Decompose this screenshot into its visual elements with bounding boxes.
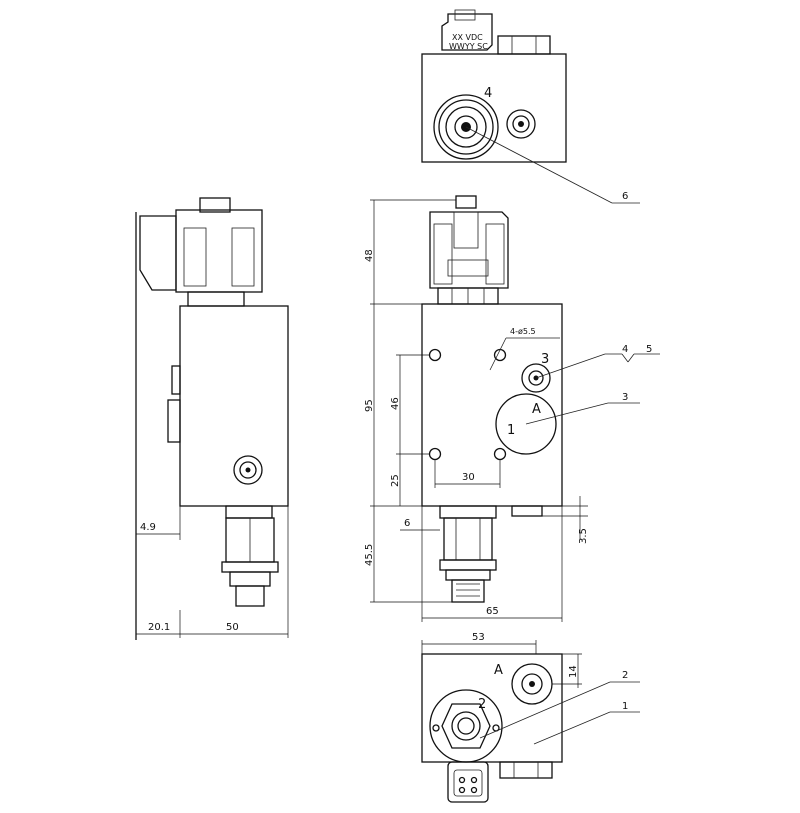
dim-bracket: 4.9 bbox=[140, 522, 156, 533]
bottom-hex-nut bbox=[441, 703, 491, 749]
top-body bbox=[421, 53, 567, 163]
dim-hole-spacing-v: 46 bbox=[390, 397, 401, 410]
callout-4: 4 bbox=[622, 344, 628, 355]
dim-body-width: 65 bbox=[486, 606, 499, 617]
top-nut bbox=[497, 35, 551, 55]
dim-cart-height: 45.5 bbox=[364, 544, 375, 566]
bottom-port-A-label: A bbox=[494, 663, 503, 678]
dim-cart-offset: 6 bbox=[404, 518, 410, 529]
side-coil-left bbox=[139, 215, 177, 291]
coil-body bbox=[429, 211, 509, 289]
top-port-label: 4 bbox=[484, 86, 492, 101]
connector-housing bbox=[441, 13, 493, 51]
side-port-outer bbox=[233, 455, 263, 485]
bottom-cartridge-circle bbox=[429, 689, 503, 763]
bottom-view: 53 A 14 2 2 1 bbox=[421, 632, 640, 803]
connector-label-2: WWYY SC bbox=[449, 42, 488, 51]
cartridge-body bbox=[443, 517, 493, 561]
dim-flange: 20.1 bbox=[148, 622, 170, 633]
coil-cap bbox=[455, 195, 477, 209]
port-1-label: 1 bbox=[507, 423, 515, 438]
port-A-label: A bbox=[532, 402, 541, 417]
callout-1: 1 bbox=[622, 701, 628, 712]
mount-hole-4 bbox=[493, 447, 507, 461]
cartridge-flange bbox=[439, 505, 497, 519]
dim-depth: 50 bbox=[226, 622, 239, 633]
dim-coil-height: 48 bbox=[364, 249, 375, 262]
dim-port-offset: 14 bbox=[568, 665, 579, 678]
top-port-outer bbox=[506, 109, 536, 139]
callout-6-leader bbox=[465, 126, 613, 204]
coil-ring bbox=[438, 99, 494, 155]
port-1-circle bbox=[495, 393, 557, 455]
dim-body-height: 95 bbox=[364, 399, 375, 412]
side-view: 4.9 20.1 50 bbox=[135, 197, 289, 640]
top-view: XX VDC WWYY SC 4 6 bbox=[421, 9, 640, 204]
bottom-nut bbox=[499, 761, 553, 779]
side-adjuster bbox=[235, 585, 265, 607]
bottom-connector bbox=[447, 761, 489, 803]
port-3-label: 3 bbox=[541, 352, 549, 367]
callout-3: 3 bbox=[622, 392, 628, 403]
connector-label-1: XX VDC bbox=[452, 33, 483, 42]
bottom-port-2-label: 2 bbox=[478, 697, 486, 712]
front-view: 3 1 A 48 95 46 25 bbox=[364, 195, 660, 622]
callout-6: 6 bbox=[622, 191, 628, 202]
dim-bottom-width: 53 bbox=[472, 632, 485, 643]
top-port-inner bbox=[512, 115, 530, 133]
front-body bbox=[421, 303, 563, 507]
cartridge-adjuster bbox=[451, 579, 485, 603]
dim-plug-offset: 3.5 bbox=[578, 528, 589, 544]
coil-ring-inner bbox=[445, 106, 487, 148]
plug-3-5 bbox=[511, 505, 543, 517]
side-coil bbox=[175, 209, 263, 293]
dim-holes-note: 4-ø5.5 bbox=[510, 327, 536, 336]
port-3-outer bbox=[521, 363, 551, 393]
coil-nut bbox=[454, 115, 478, 139]
callout-2: 2 bbox=[622, 670, 628, 681]
mount-hole-2 bbox=[493, 348, 507, 362]
dim-hole-offset-v: 25 bbox=[390, 474, 401, 487]
connector-tab bbox=[454, 9, 476, 21]
mount-hole-1 bbox=[428, 348, 442, 362]
dim-hole-spacing-h: 30 bbox=[462, 472, 475, 483]
side-coil-cap bbox=[199, 197, 231, 213]
bottom-body bbox=[421, 653, 563, 763]
coil-outer-circle bbox=[433, 94, 499, 160]
callout-5: 5 bbox=[646, 344, 652, 355]
side-bracket-tab bbox=[167, 399, 181, 443]
port-3-inner bbox=[528, 370, 544, 386]
side-body bbox=[179, 305, 289, 507]
mount-hole-3 bbox=[428, 447, 442, 461]
